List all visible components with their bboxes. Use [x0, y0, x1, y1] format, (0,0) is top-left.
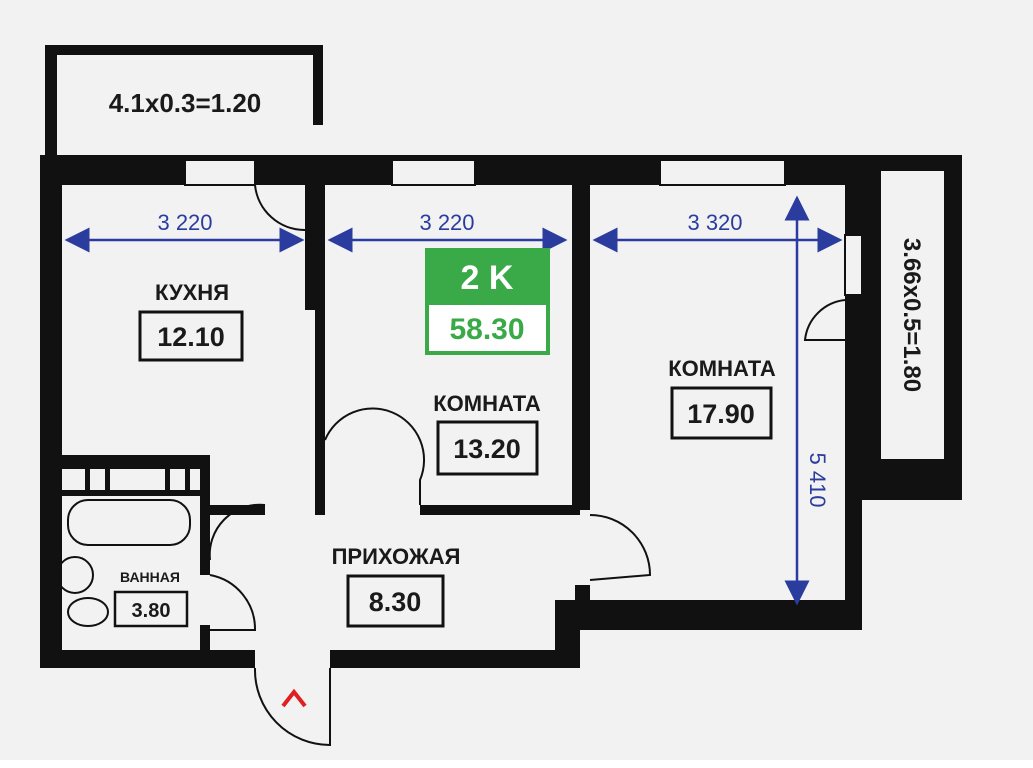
dimension-lines	[64, 195, 843, 606]
room2-length: 5 410	[805, 452, 830, 507]
room-name: ВАННАЯ	[120, 569, 180, 585]
room-area: 12.10	[157, 322, 225, 352]
room-area: 13.20	[453, 434, 521, 464]
room-bathroom: ВАННАЯ 3.80	[113, 569, 189, 628]
entrance-arrow-icon	[281, 688, 307, 708]
room1-width: 3 220	[419, 210, 474, 235]
room-bedroom-2: КОМНАТА 17.90	[668, 356, 776, 440]
balcony-right-label: 3.66x0.5=1.80	[898, 238, 925, 392]
kitchen-width: 3 220	[157, 210, 212, 235]
room-hallway: ПРИХОЖАЯ 8.30	[332, 544, 461, 628]
balcony-top-label: 4.1x0.3=1.20	[109, 88, 262, 118]
windows	[184, 159, 946, 461]
room-name: КОМНАТА	[668, 356, 776, 381]
room-name: ПРИХОЖАЯ	[332, 544, 461, 569]
badge-rooms: 2 K	[461, 259, 514, 297]
room2-width: 3 320	[687, 210, 742, 235]
area-badge: 2 K 58.30	[425, 248, 550, 355]
walls	[40, 45, 962, 668]
room-bedroom-1: КОМНАТА 13.20	[433, 391, 541, 476]
room-area: 8.30	[369, 587, 422, 617]
room-name: КОМНАТА	[433, 391, 541, 416]
room-area: 17.90	[687, 399, 755, 429]
room-area: 3.80	[132, 600, 171, 622]
room-kitchen: КУХНЯ 12.10	[138, 280, 244, 362]
badge-total-area: 58.30	[449, 313, 524, 346]
room-name: КУХНЯ	[155, 280, 229, 305]
